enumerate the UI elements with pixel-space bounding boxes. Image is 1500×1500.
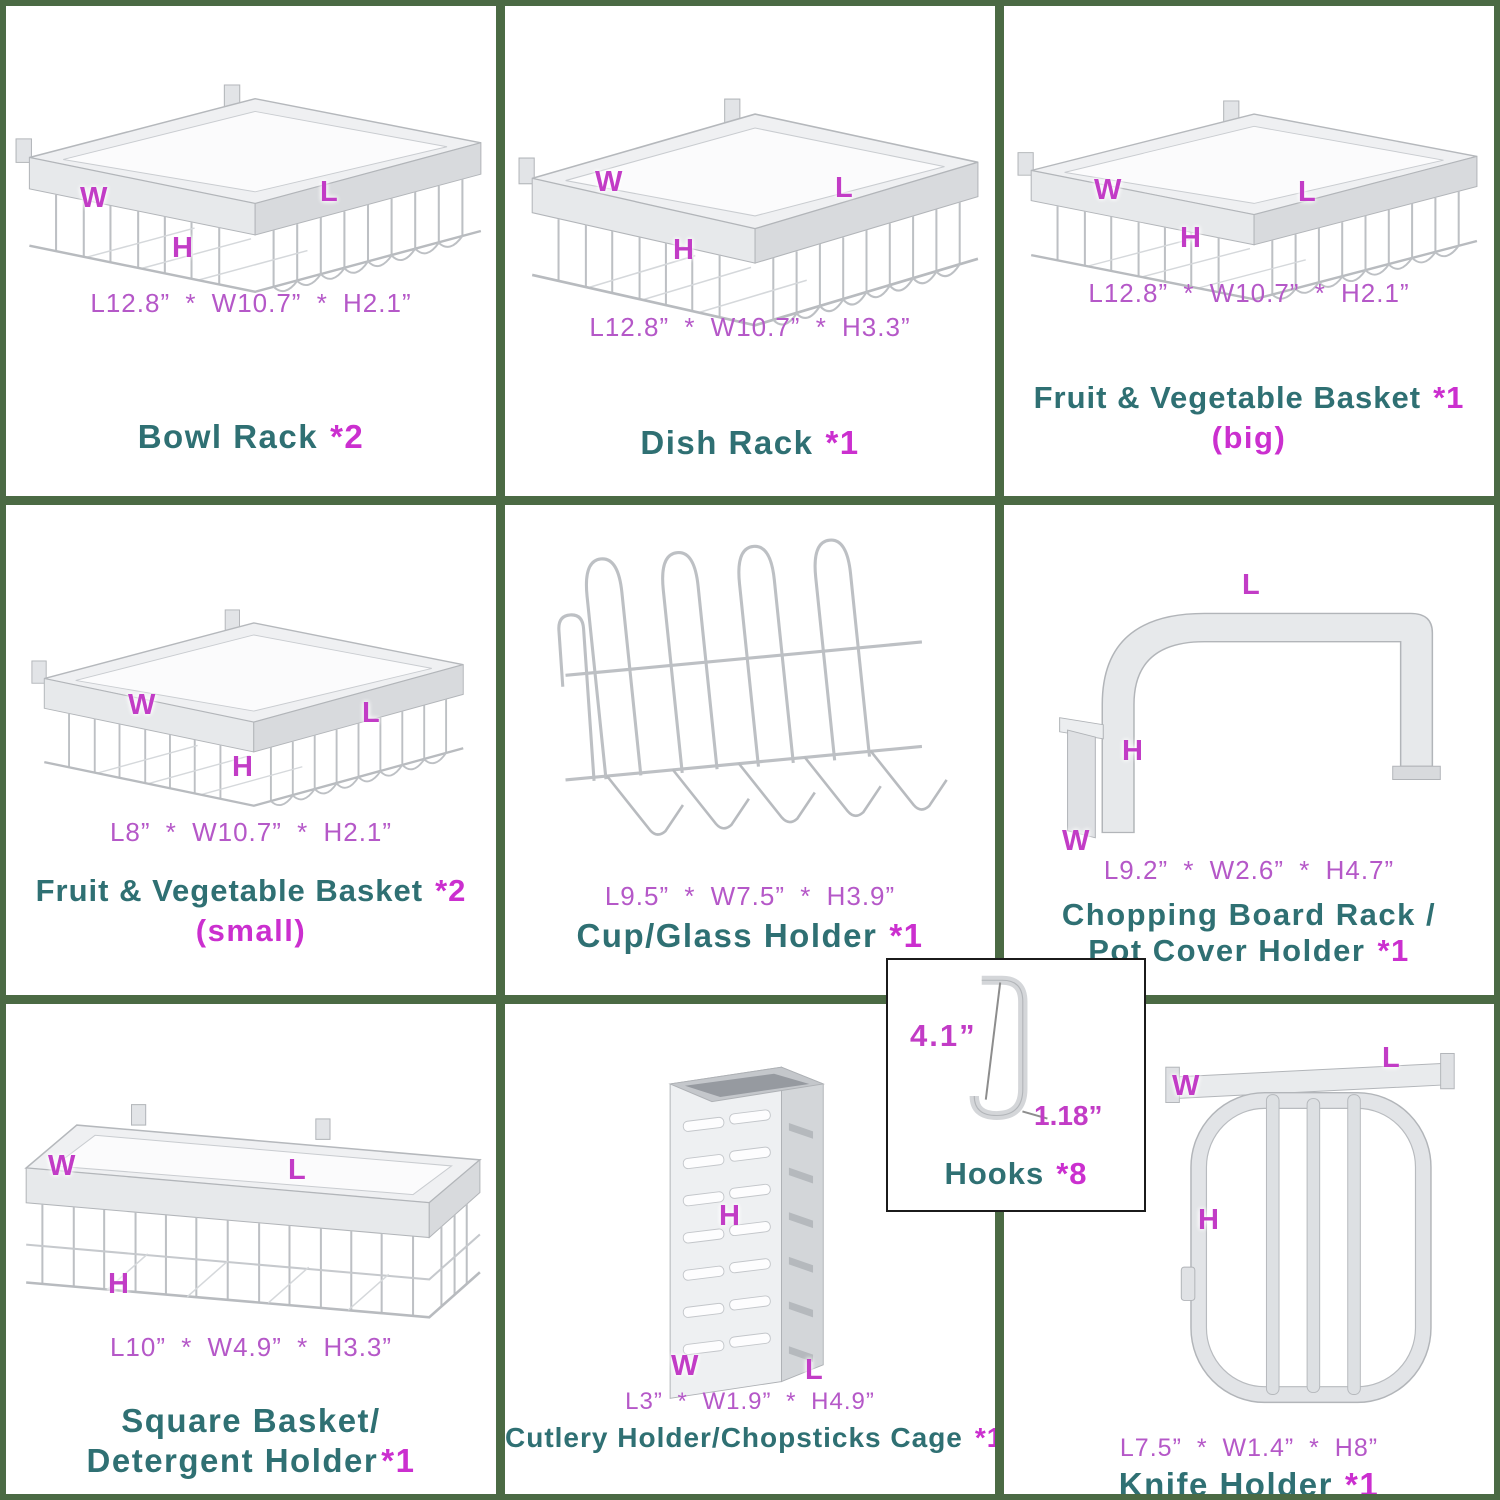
product-name: Cup/Glass Holder [576, 917, 878, 954]
size-suffix: (small) [195, 913, 307, 948]
panel-cup-glass-holder: L9.5” * W7.5” * H3.9” Cup/Glass Holder *1 [505, 505, 995, 995]
product-title-suffix: (small) [6, 913, 496, 949]
length-letter: L [1242, 569, 1260, 601]
length-letter: L [288, 1154, 306, 1186]
product-name: Detergent Holder [86, 1442, 379, 1479]
height-letter: H [673, 234, 694, 266]
product-count: *1 [889, 917, 924, 954]
product-title: Fruit & Vegetable Basket *1 [1004, 380, 1494, 416]
height-letter: H [1180, 222, 1201, 254]
product-name: Fruit & Vegetable Basket [35, 873, 424, 908]
cup-glass-holder-illustration [556, 536, 949, 837]
product-title-line1: Chopping Board Rack / [1004, 897, 1494, 933]
product-count: *1 [1344, 1466, 1380, 1494]
height-letter: H [1198, 1204, 1219, 1236]
length-letter: L [1382, 1042, 1400, 1074]
product-title: Cutlery Holder/Chopsticks Cage *1 [505, 1422, 995, 1454]
hooks-panel: 4.1” 1.18” Hooks *8 [886, 958, 1146, 1212]
product-count: *1 [1377, 933, 1410, 968]
product-count: *1 [381, 1442, 416, 1479]
dimensions-text: L3” * W1.9” * H4.9” [625, 1388, 875, 1415]
length-letter: L [835, 172, 853, 204]
panel-fruit-vegetable-basket-big: W H L L12.8” * W10.7” * H2.1” Fruit & Ve… [1004, 6, 1494, 496]
product-name: Bowl Rack [137, 418, 319, 455]
hook-depth-dimension: 1.18” [1034, 1100, 1103, 1131]
width-letter: W [671, 1350, 699, 1382]
product-title: Fruit & Vegetable Basket *2 [6, 873, 496, 909]
length-letter: L [320, 176, 338, 208]
panel-cutlery-holder: H W L L3” * W1.9” * H4.9” Cutlery Holder… [505, 1004, 995, 1494]
product-title: Bowl Rack *2 [6, 418, 496, 456]
product-title-line1: Square Basket/ [6, 1402, 496, 1440]
cutlery-holder-illustration [669, 1066, 824, 1399]
panel-square-basket: W L H L10” * W4.9” * H3.3” Square Basket… [6, 1004, 496, 1494]
width-letter: W [595, 166, 623, 198]
height-letter: H [232, 751, 253, 783]
width-letter: W [1172, 1070, 1200, 1102]
width-letter: W [1062, 825, 1090, 857]
product-count: *1 [974, 1422, 995, 1453]
dimensions-text: L12.8” * W10.7” * H3.3” [589, 312, 911, 342]
length-letter: L [805, 1354, 823, 1386]
square-basket-illustration [24, 1103, 482, 1319]
panel-fruit-vegetable-basket-small: W H L L8” * W10.7” * H2.1” Fruit & Veget… [6, 505, 496, 995]
fruit-basket-small-illustration [30, 609, 465, 807]
dimensions-text: L10” * W4.9” * H3.3” [109, 1332, 393, 1362]
product-title-suffix: (big) [1004, 420, 1494, 456]
product-name: Square Basket/ [121, 1402, 381, 1439]
dimensions-text: L8” * W10.7” * H2.1” [109, 817, 393, 847]
product-title: Dish Rack *1 [505, 424, 995, 462]
dimensions-text: L7.5” * W1.4” * H8” [1119, 1434, 1379, 1462]
dimensions-text: L12.8” * W10.7” * H2.1” [90, 288, 412, 318]
product-title-line2: Detergent Holder*1 [6, 1442, 496, 1480]
height-letter: H [1122, 735, 1143, 767]
hook-height-dimension: 4.1” [910, 1018, 977, 1053]
product-name: Fruit & Vegetable Basket [1033, 380, 1422, 415]
width-letter: W [48, 1150, 76, 1182]
product-name: Dish Rack [640, 424, 814, 461]
product-count: *1 [1433, 380, 1465, 415]
product-count: *8 [1056, 1156, 1088, 1191]
length-letter: L [362, 697, 380, 729]
product-name: Chopping Board Rack / [1061, 897, 1437, 932]
size-suffix: (big) [1211, 420, 1287, 455]
dimensions-text: L9.5” * W7.5” * H3.9” [604, 881, 896, 911]
height-letter: H [108, 1268, 129, 1300]
panel-bowl-rack: W H L L12.8” * W10.7” * H2.1” Bowl Rack *… [6, 6, 496, 496]
dimensions-text: L9.2” * W2.6” * H4.7” [1103, 855, 1395, 885]
product-count: *2 [435, 873, 467, 908]
product-count: *1 [825, 424, 860, 461]
product-title: Knife Holder *1 [1004, 1466, 1494, 1494]
width-letter: W [80, 182, 108, 214]
width-letter: W [128, 689, 156, 721]
width-letter: W [1094, 174, 1122, 206]
dimensions-text: L12.8” * W10.7” * H2.1” [1088, 278, 1410, 308]
product-name: Cutlery Holder/Chopsticks Cage [505, 1422, 963, 1453]
hooks-title: Hooks *8 [888, 1156, 1144, 1192]
product-count: *2 [330, 418, 365, 455]
panel-chopping-board-rack: L H W L9.2” * W2.6” * H4.7” Chopping Boa… [1004, 505, 1494, 995]
panel-dish-rack: W H L L12.8” * W10.7” * H3.3” Dish Rack *… [505, 6, 995, 496]
height-letter: H [719, 1200, 740, 1232]
product-name: Hooks [944, 1156, 1045, 1191]
length-letter: L [1298, 176, 1316, 208]
product-title: Cup/Glass Holder *1 [505, 917, 995, 955]
height-letter: H [172, 232, 193, 264]
product-name: Knife Holder [1118, 1466, 1333, 1494]
